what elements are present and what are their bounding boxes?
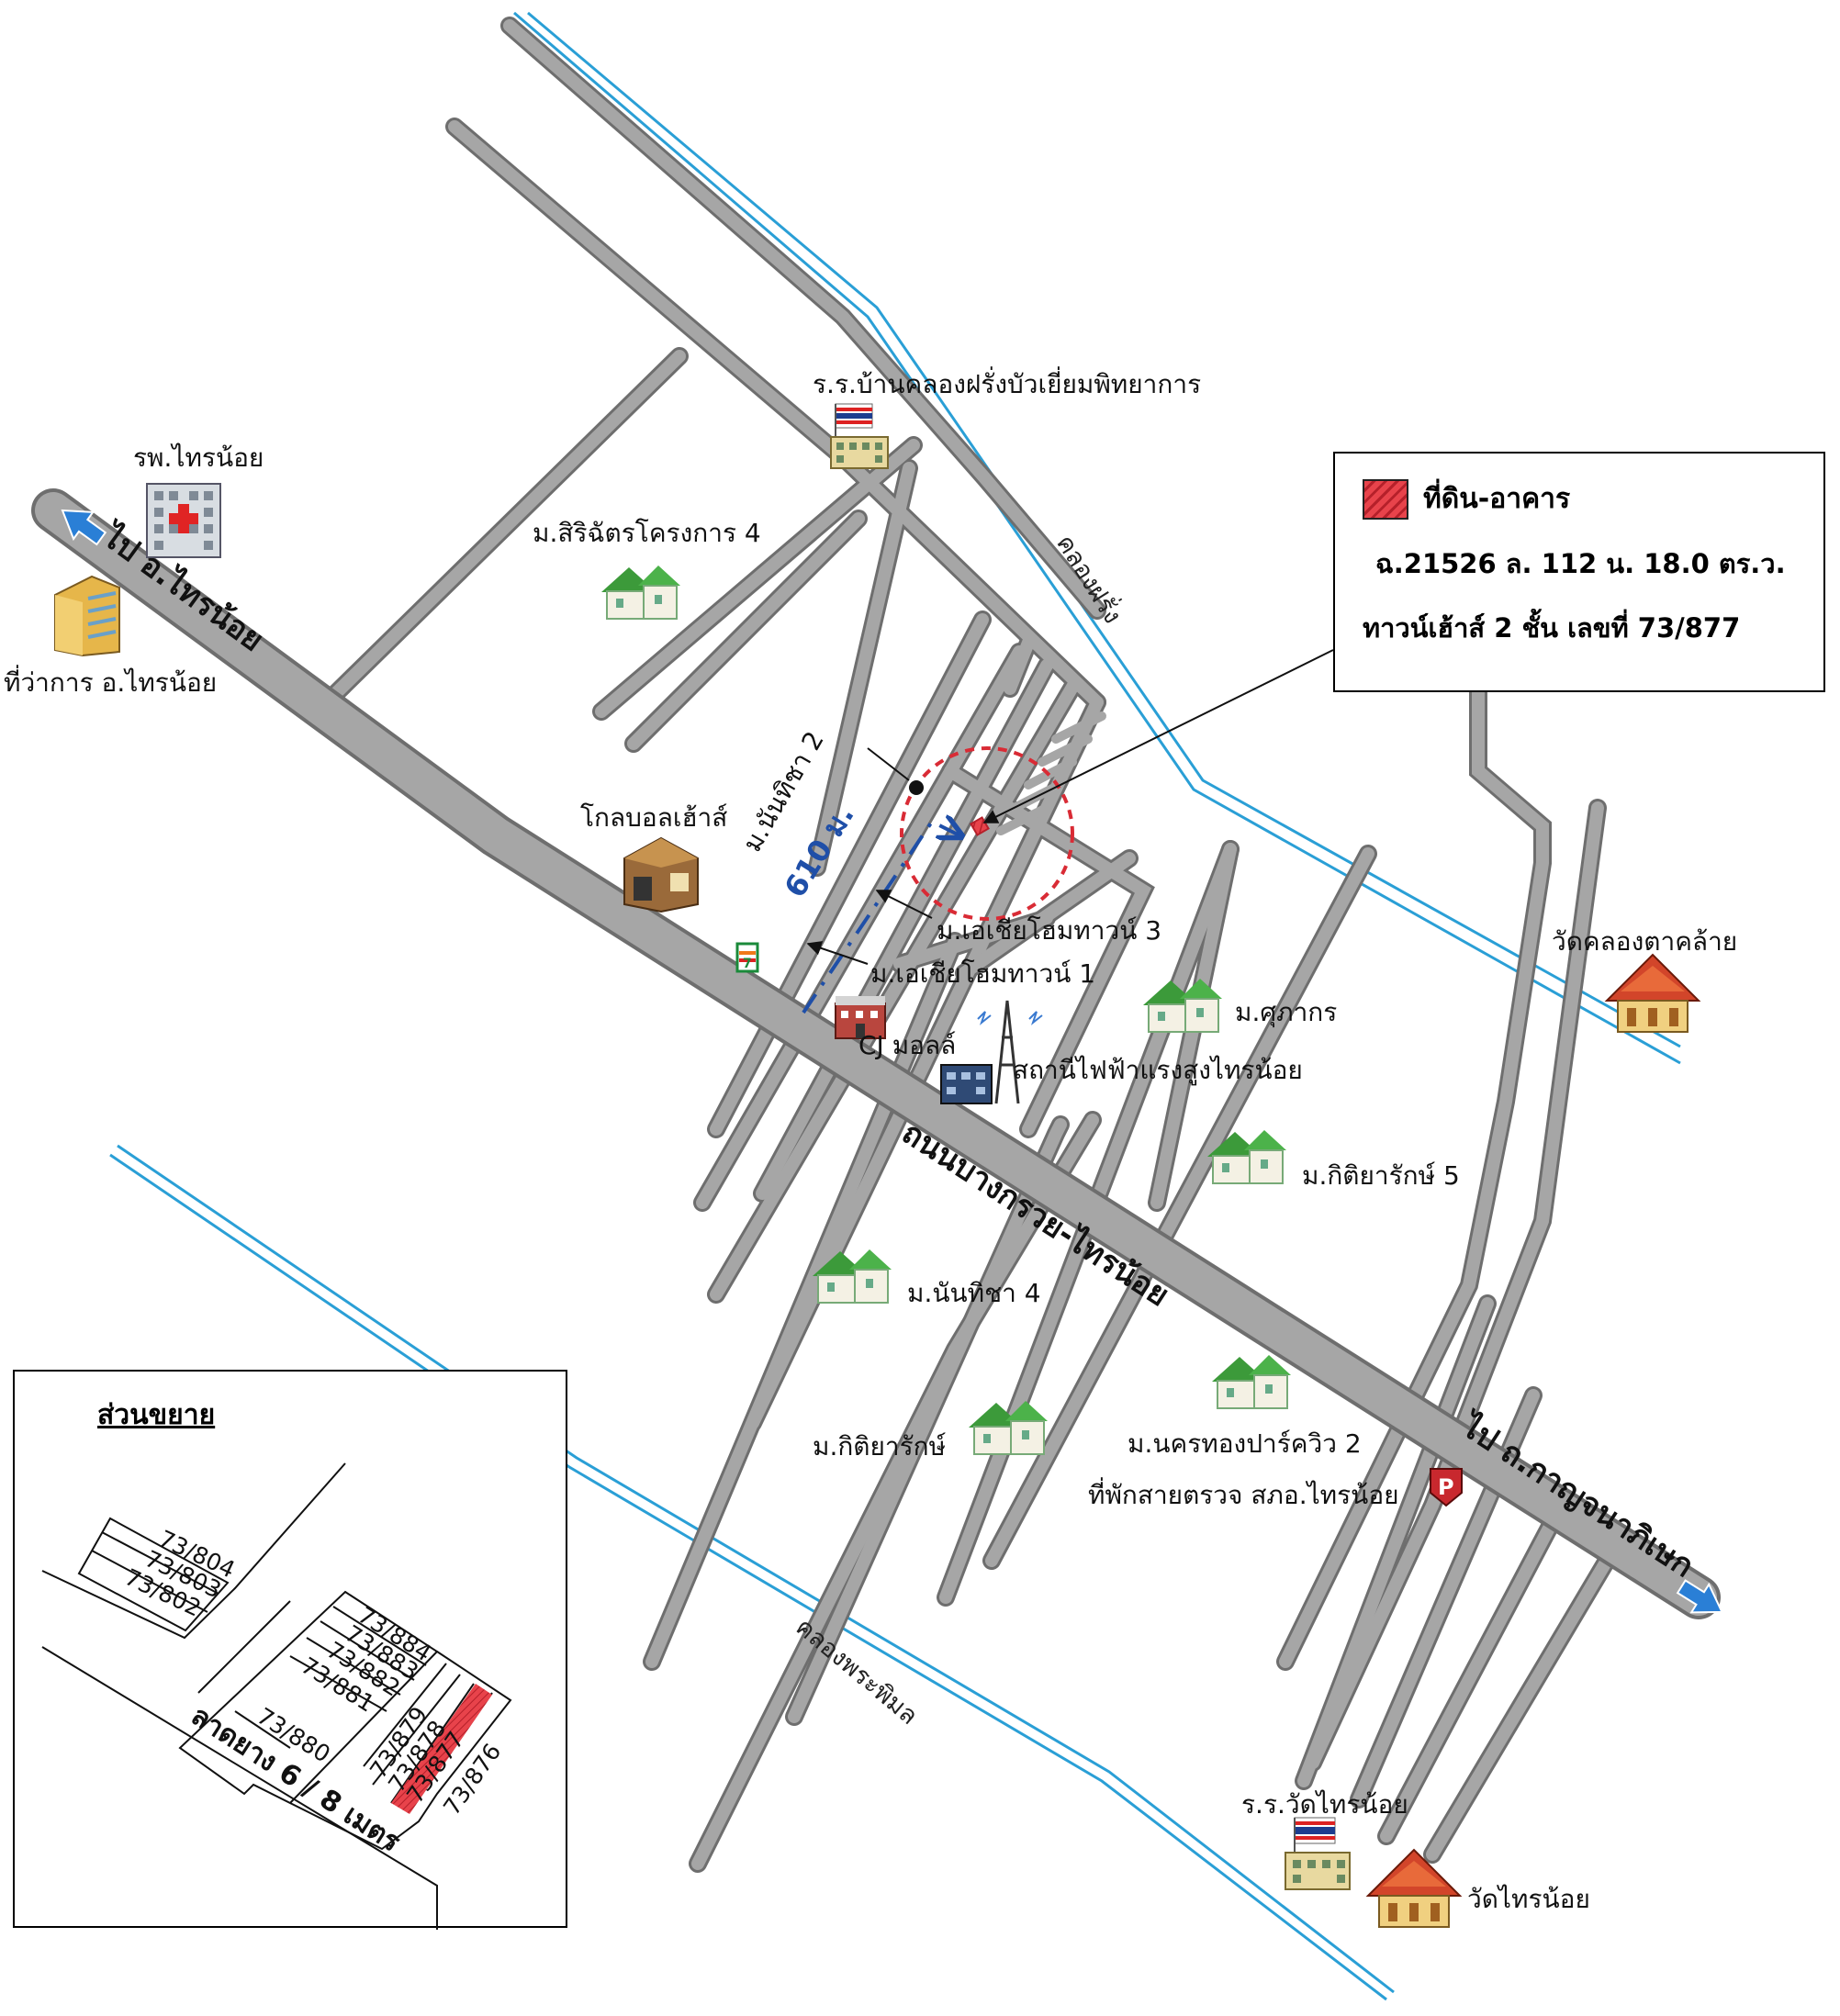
- target-area-circle: [900, 746, 1074, 921]
- temple-sai-noi-icon: [1365, 1848, 1463, 1928]
- minor-roads: [326, 17, 1616, 1873]
- label-hospital: รพ.ไทรน้อย: [133, 442, 264, 473]
- label-police: ที่พักสายตรวจ สภอ.ไทรน้อย: [1088, 1477, 1399, 1510]
- legend-swatch: [1363, 478, 1408, 520]
- label-wat-sai-noi: วัดไทรน้อย: [1467, 1884, 1590, 1914]
- nanthicha2-pointer: [867, 747, 910, 781]
- asia1-pointer: [806, 941, 869, 965]
- legend-title-row: ที่ดิน-อาคาร: [1363, 477, 1796, 521]
- inset-enlargement: ส่วนขยาย: [13, 1370, 567, 1930]
- school-wat-icon: [1285, 1817, 1351, 1890]
- label-nakhon: ม.นครทองปาร์ควิว 2: [1128, 1428, 1362, 1459]
- house-icon-kitiyarak5: [1207, 1130, 1286, 1184]
- svg-text:7: 7: [743, 957, 752, 971]
- house-icon-nanthicha4: [813, 1249, 892, 1304]
- asia3-pointer: [875, 890, 933, 919]
- inset-drawing: 73/804 73/803 73/802 73/884 73/883 73/88…: [41, 1462, 512, 1930]
- label-school-farang: ร.ร.บ้านคลองฝรั่งบัวเยี่ยมพิทยาการ: [813, 366, 1201, 399]
- label-wat-khlong: วัดคลองตาคล้าย: [1552, 926, 1737, 957]
- legend-title: ที่ดิน-อาคาร: [1423, 483, 1571, 515]
- label-siri: ม.สิริฉัตรโครงการ 4: [533, 518, 761, 548]
- house-icon-siri: [601, 566, 680, 620]
- globalhouse-icon: [623, 836, 699, 913]
- temple-khlong-icon: [1604, 953, 1701, 1033]
- legend-house-line: ทาวน์เฮ้าส์ 2 ชั้น เลขที่ 73/877: [1363, 612, 1741, 644]
- label-kitiyarak: ม.กิติยารักษ์: [813, 1431, 947, 1462]
- legend-deed-line: ฉ.21526 ล. 112 น. 18.0 ตร.ว.: [1375, 548, 1786, 579]
- label-school-wat: ร.ร.วัดไทรน้อย: [1241, 1789, 1408, 1820]
- label-substation: สถานีไฟฟ้าแรงสูงไทรน้อย: [1013, 1055, 1303, 1086]
- legend-pointer-line: [982, 649, 1334, 823]
- label-cj: CJ มอลล์: [858, 1030, 956, 1060]
- svg-text:P: P: [1438, 1474, 1454, 1500]
- main-road: [31, 488, 1721, 1619]
- house-icon-nakhon: [1212, 1355, 1291, 1409]
- hospital-icon: [146, 483, 221, 558]
- house-icon-kitiyarak: [969, 1401, 1048, 1455]
- inset-title: ส่วนขยาย: [97, 1399, 216, 1431]
- arrow-to-sai-noi-icon: [61, 509, 107, 546]
- label-supakorn: ม.ศุภากร: [1235, 997, 1337, 1028]
- police-icon: P: [1430, 1468, 1463, 1507]
- cj-mall-icon: [835, 996, 886, 1039]
- district-office-icon: [54, 575, 120, 657]
- legend-box: ที่ดิน-อาคาร ฉ.21526 ล. 112 น. 18.0 ตร.ว…: [1333, 452, 1825, 692]
- inset-highlight-lot: [391, 1684, 492, 1814]
- seven-eleven-icon: 7: [735, 942, 759, 973]
- label-nanthicha4: ม.นันทิชา 4: [907, 1278, 1041, 1308]
- label-district-office: ที่ว่าการ อ.ไทรน้อย: [4, 665, 217, 698]
- house-icon-supakorn: [1143, 979, 1222, 1033]
- label-kitiyarak5: ม.กิติยารักษ์ 5: [1302, 1160, 1460, 1191]
- route-path: [802, 822, 959, 1014]
- label-globalhouse: โกลบอลเฮ้าส์: [580, 802, 727, 833]
- nanthicha2-entry-dot: [909, 780, 924, 795]
- arrow-to-kanchana-icon: [1676, 1579, 1724, 1614]
- label-asia1: ม.เอเชียโฮมทาวน์ 1: [870, 958, 1095, 989]
- substation-icon: [940, 1000, 1043, 1104]
- school-farang-icon: [830, 403, 889, 469]
- label-asia3: ม.เอเชียโฮมทาวน์ 3: [937, 915, 1161, 946]
